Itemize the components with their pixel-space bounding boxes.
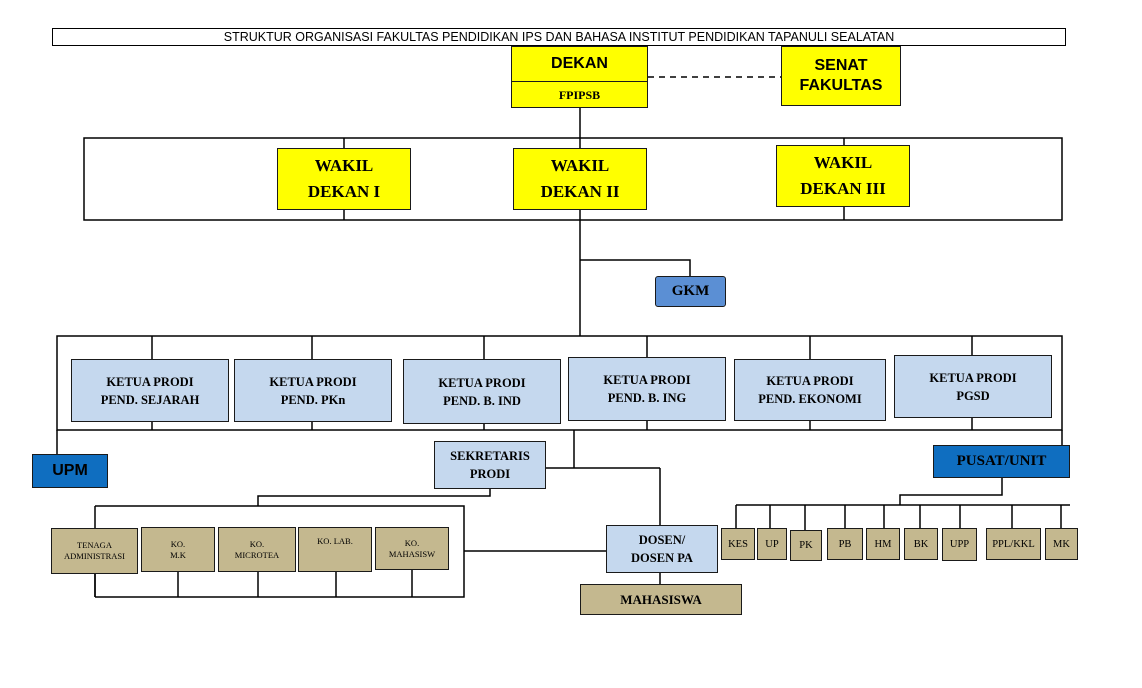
sekretaris-prodi-box: SEKRETARIS PRODI	[434, 441, 546, 489]
unit-up-box: UP	[757, 528, 787, 560]
wakil-dekan-2-box: WAKIL DEKAN II	[513, 148, 647, 210]
chart-title: STRUKTUR ORGANISASI FAKULTAS PENDIDIKAN …	[52, 28, 1066, 46]
unit-pb-box: PB	[827, 528, 863, 560]
staff-ko-mahasiswa-box: KO. MAHASISW	[375, 527, 449, 570]
unit-ppl-kkl-box: PPL/KKL	[986, 528, 1041, 560]
dekan-box: DEKAN	[511, 46, 648, 82]
unit-pk-box: PK	[790, 530, 822, 561]
unit-hm-box: HM	[866, 528, 900, 560]
mahasiswa-box: MAHASISWA	[580, 584, 742, 615]
senat-fakultas-box: SENAT FAKULTAS	[781, 46, 901, 106]
prodi-ekonomi-box: KETUA PRODI PEND. EKONOMI	[734, 359, 886, 421]
prodi-pkn-box: KETUA PRODI PEND. PKn	[234, 359, 392, 422]
wakil-dekan-3-box: WAKIL DEKAN III	[776, 145, 910, 207]
dekan-sub-label: FPIPSB	[558, 87, 601, 102]
prodi-b-ind-box: KETUA PRODI PEND. B. IND	[403, 359, 561, 424]
staff-ko-lab-box: KO. LAB.	[298, 527, 372, 572]
dosen-pa-box: DOSEN/ DOSEN PA	[606, 525, 718, 573]
staff-ko-microtea-box: KO. MICROTEA	[218, 527, 296, 572]
staff-tenaga-administrasi-box: TENAGA ADMINISTRASI	[51, 528, 138, 574]
pusat-unit-box: PUSAT/UNIT	[933, 445, 1070, 478]
dekan-fpipsb-box: FPIPSB	[511, 81, 648, 108]
dekan-label: DEKAN	[551, 55, 608, 72]
unit-upp-box: UPP	[942, 528, 977, 561]
unit-kes-box: KES	[721, 528, 755, 560]
staff-ko-mk-box: KO. M.K	[141, 527, 215, 572]
upm-box: UPM	[32, 454, 108, 488]
wakil-dekan-1-box: WAKIL DEKAN I	[277, 148, 411, 210]
unit-bk-box: BK	[904, 528, 938, 560]
prodi-sejarah-box: KETUA PRODI PEND. SEJARAH	[71, 359, 229, 422]
unit-mk-box: MK	[1045, 528, 1078, 560]
prodi-pgsd-box: KETUA PRODI PGSD	[894, 355, 1052, 418]
gkm-box: GKM	[655, 276, 726, 307]
prodi-b-ing-box: KETUA PRODI PEND. B. ING	[568, 357, 726, 421]
